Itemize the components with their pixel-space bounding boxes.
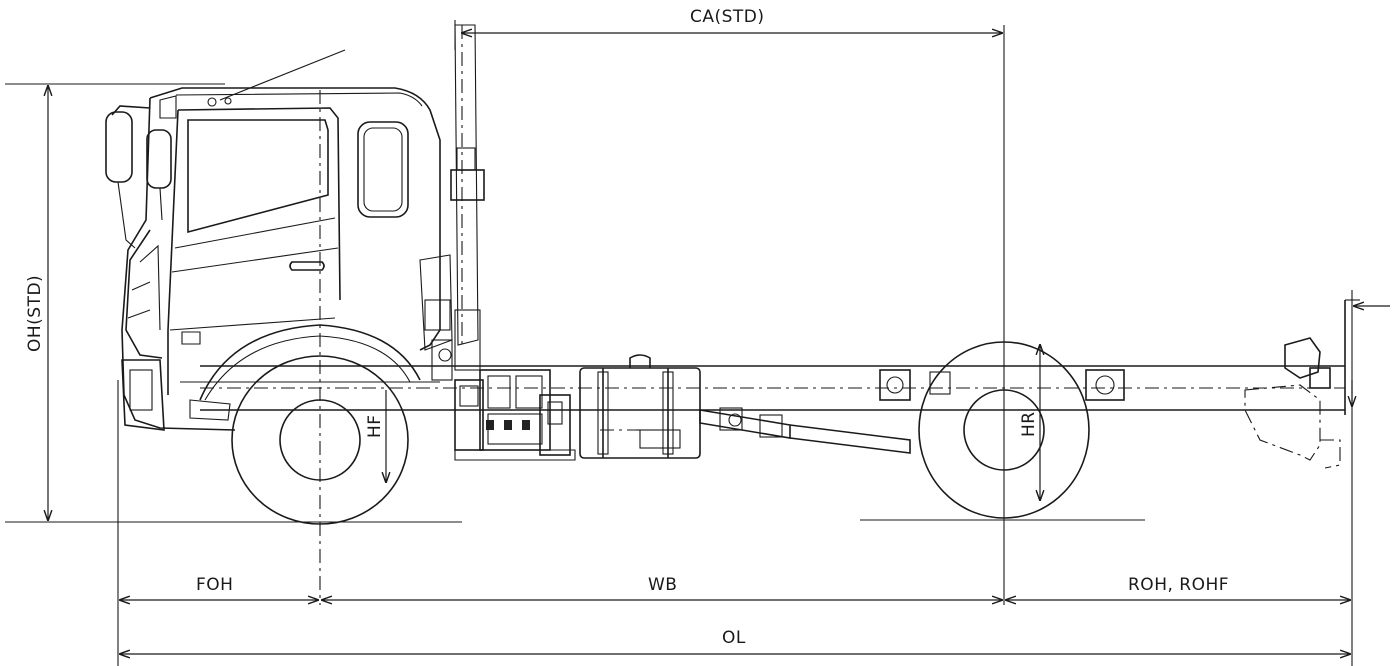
rear-frame-height-marker <box>1345 299 1390 406</box>
engine-block <box>454 369 576 461</box>
dimension-ca: CA(STD) <box>462 7 1002 33</box>
foh-label: FOH <box>196 575 233 595</box>
hf-label: HF <box>365 414 385 438</box>
rear-bumper-bracket <box>1244 337 1341 469</box>
fuel-tank <box>579 354 701 459</box>
chassis-frame <box>200 300 1346 415</box>
behind-cab-equipment <box>419 24 485 381</box>
hr-label: HR <box>1019 411 1039 437</box>
dimension-ol: OL <box>120 628 1350 654</box>
wb-label: WB <box>648 575 677 595</box>
rear-suspension <box>879 369 1125 401</box>
oh-label: OH(STD) <box>25 275 45 352</box>
ca-label: CA(STD) <box>690 7 765 27</box>
dimension-oh: OH(STD) <box>25 86 48 520</box>
dimension-row-overhangs: FOH WB ROH, ROHF <box>120 575 1350 600</box>
dimension-hf: HF <box>365 390 386 482</box>
dimension-hr: HR <box>1019 345 1040 500</box>
drive-shaft <box>699 407 911 454</box>
ol-label: OL <box>722 628 746 648</box>
ground-lines <box>5 519 1145 523</box>
roh-label: ROH, ROHF <box>1128 575 1229 595</box>
truck-cab <box>105 49 441 431</box>
reference-lines <box>5 20 1353 666</box>
